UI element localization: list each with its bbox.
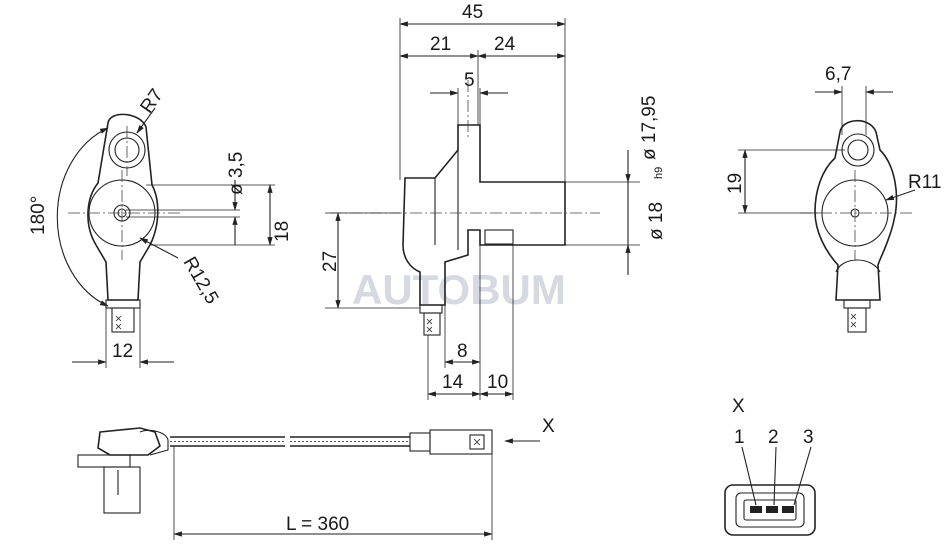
radius-r11-label: R11	[908, 172, 941, 193]
side-view: 45 21 24 5 ø 17,95 ø 18 h9 27 8	[320, 2, 667, 400]
fit-h9-label: h9	[653, 167, 665, 179]
length-21-label: 21	[430, 34, 451, 55]
connector-view: X 1 2 3	[724, 396, 816, 536]
right-view: 6,7 19 R11	[725, 64, 941, 333]
pin-2-label: 2	[768, 427, 779, 448]
front-view: 180° R7 R12,5 ø 3,5 18 12	[28, 85, 293, 368]
connector-title: X	[732, 396, 745, 417]
pin-1-label: 1	[734, 427, 745, 448]
height-18-label: 18	[272, 221, 293, 242]
radius-r7-label: R7	[137, 85, 168, 117]
cable-view: X L = 360	[77, 416, 555, 540]
tab-width-label: 5	[464, 70, 475, 91]
angle-label: 180°	[28, 196, 49, 235]
bottom-14-label: 14	[442, 372, 464, 393]
dia-18-label: ø 18	[646, 202, 667, 240]
pin-3-label: 3	[803, 427, 814, 448]
length-45-label: 45	[462, 2, 483, 23]
length-24-label: 24	[494, 34, 516, 55]
dia-17-95-label: ø 17,95	[639, 96, 660, 160]
height-27-label: 27	[320, 251, 341, 272]
height-19-label: 19	[725, 173, 746, 194]
cable-length-label: L = 360	[286, 514, 349, 535]
watermark-text: AUTOBUM	[352, 266, 566, 313]
bottom-10-label: 10	[487, 372, 508, 393]
width-12-label: 12	[112, 341, 133, 362]
bottom-8-label: 8	[457, 341, 468, 362]
radius-r12-label: R12,5	[179, 253, 223, 307]
width-6-7-label: 6,7	[825, 64, 851, 85]
hole-dia-label: ø 3,5	[226, 152, 247, 195]
view-x-marker: X	[542, 416, 555, 437]
